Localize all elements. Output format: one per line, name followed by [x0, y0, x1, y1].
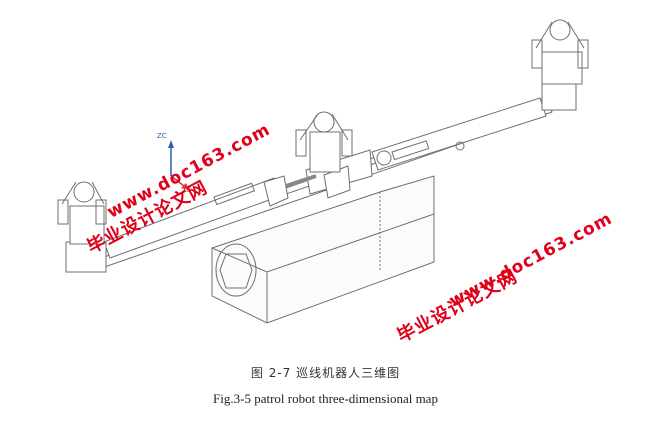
- main-body-box: [211, 175, 435, 324]
- right-gripper: [531, 19, 589, 111]
- right-arm: [371, 97, 547, 171]
- left-arm: [103, 175, 289, 259]
- robot-drawing: [57, 19, 589, 324]
- center-gripper: [295, 111, 353, 173]
- axis-label-z: ZC: [157, 132, 167, 140]
- left-gripper: [57, 181, 107, 273]
- figure-caption-english: Fig.3-5 patrol robot three-dimensional m…: [213, 391, 438, 406]
- figure-caption-chinese: 图 2-7 巡线机器人三维图: [250, 366, 401, 380]
- robot-3d-figure: ZC XC 毕业设计论文网 www.doc163.com 毕业设计论文网 www…: [57, 19, 616, 347]
- axis-label-x: XC: [182, 186, 192, 194]
- coordinate-axes: [168, 140, 189, 190]
